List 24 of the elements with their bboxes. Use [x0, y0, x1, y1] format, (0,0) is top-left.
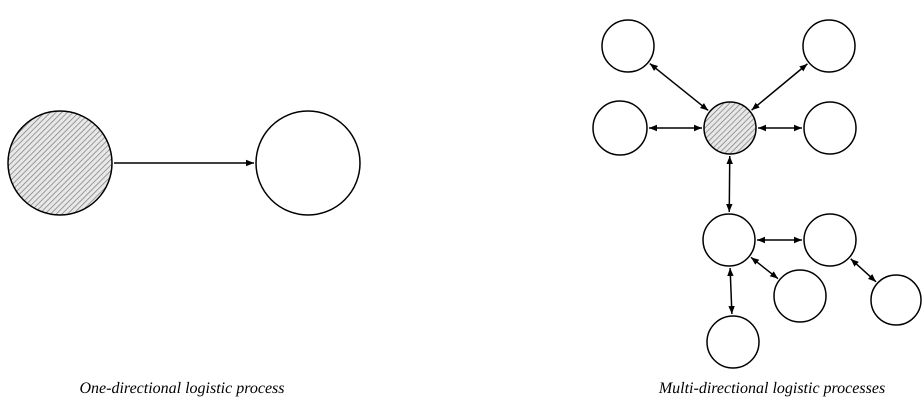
circle-node — [870, 274, 922, 326]
circle-node — [706, 315, 760, 369]
circle-node — [773, 269, 827, 323]
arrow — [649, 124, 702, 132]
arrow — [726, 156, 733, 212]
circle-node — [702, 213, 756, 267]
arrow — [750, 256, 778, 280]
arrow — [757, 236, 802, 244]
circle-node — [803, 101, 857, 155]
hatched-circle — [703, 101, 757, 155]
circle-node — [592, 100, 648, 156]
circle-node — [255, 110, 361, 216]
caption: Multi-directional logistic processes — [658, 380, 886, 398]
arrow — [758, 124, 802, 132]
arrow — [649, 62, 709, 112]
arrow — [727, 268, 735, 314]
caption: One-directional logistic process — [80, 380, 284, 398]
hatched-circle — [7, 110, 113, 216]
arrow — [751, 63, 808, 111]
circle-node — [802, 19, 856, 73]
arrow — [850, 258, 877, 282]
circle-node — [601, 19, 655, 73]
circle-node — [803, 213, 857, 267]
arrow — [114, 160, 254, 166]
